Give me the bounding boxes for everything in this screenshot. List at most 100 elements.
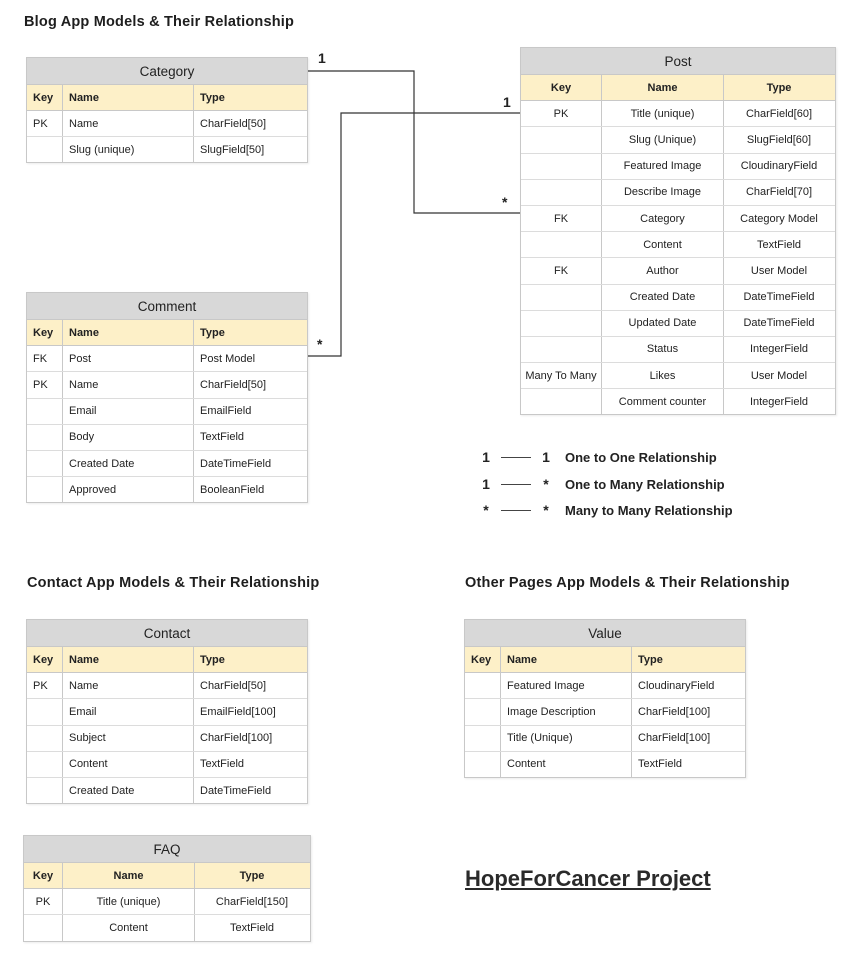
type-cell: User Model (750, 264, 808, 277)
blog-section-title: Blog App Models & Their Relationship (24, 14, 295, 30)
table-row: Slug (Unique)SlugField[60] (521, 127, 835, 154)
post-comment-from-cardinality: 1 (503, 94, 511, 110)
type-cell: SlugField[60] (746, 133, 812, 146)
contact-table-title: Contact (27, 620, 307, 647)
category-post-connector (306, 70, 520, 214)
column-header: Type (638, 653, 663, 666)
category-table-title: Category (27, 58, 307, 85)
legend-right-symbol: 1 (542, 449, 550, 465)
name-cell: Content (63, 751, 194, 777)
type-cell: CloudinaryField (638, 679, 715, 692)
key-cell (27, 699, 63, 725)
key-cell (27, 777, 63, 804)
table-row: Featured Image CloudinaryField (465, 673, 745, 700)
name-cell: Approved (63, 477, 194, 503)
type-cell: TextField (200, 431, 245, 444)
key-cell (465, 673, 501, 699)
name-cell: Title (Unique) (501, 725, 632, 751)
name-cell: Describe Image (602, 179, 724, 205)
key-cell (27, 751, 63, 777)
key-cell: FK (27, 346, 63, 372)
key-cell (521, 389, 602, 415)
name-cell: Updated Date (602, 310, 724, 336)
column-header: Key (27, 320, 63, 346)
type-cell: DateTimeField (200, 457, 272, 470)
key-cell (521, 310, 602, 336)
name-cell: Body (63, 424, 194, 450)
table-row: Content TextField (27, 751, 307, 778)
column-header: Name (63, 320, 194, 346)
other-pages-section-title: Other Pages App Models & Their Relations… (465, 575, 790, 591)
key-cell (27, 477, 63, 503)
name-cell: Comment counter (602, 389, 724, 415)
name-cell: Title (unique) (602, 101, 724, 127)
key-cell: Many To Many (521, 363, 602, 389)
name-cell: Slug (unique) (63, 137, 194, 162)
type-cell: Category Model (740, 212, 818, 225)
name-cell: Likes (602, 363, 724, 389)
column-header: Name (501, 647, 632, 673)
type-cell: TextField (200, 758, 245, 771)
name-cell: Status (602, 336, 724, 363)
faq-table-title: FAQ (24, 836, 310, 863)
type-cell: CharField[70] (745, 186, 813, 199)
key-cell (521, 127, 602, 153)
key-cell (465, 751, 501, 777)
table-row: Content TextField (465, 751, 745, 777)
type-cell: CharField[50] (200, 679, 267, 692)
name-cell: Image Description (501, 699, 632, 725)
column-header: Name (63, 863, 195, 889)
key-cell: PK (27, 372, 63, 398)
name-cell: Content (501, 751, 632, 777)
key-cell (27, 424, 63, 450)
name-cell: Name (63, 372, 194, 398)
name-cell: Content (602, 232, 724, 258)
name-cell: Email (63, 699, 194, 725)
key-cell (521, 284, 602, 310)
type-cell: Post Model (200, 352, 256, 365)
type-cell: CharField[150] (215, 895, 289, 908)
name-cell: Created Date (63, 777, 194, 804)
type-cell: TextField (638, 758, 683, 771)
column-header: Type (200, 91, 225, 104)
project-title: HopeForCancer Project (465, 866, 711, 891)
key-cell (27, 450, 63, 477)
legend-line (501, 509, 531, 511)
table-row: Describe Image CharField[70] (521, 179, 835, 206)
key-cell: FK (521, 205, 602, 232)
contact-section-title: Contact App Models & Their Relationship (27, 575, 320, 591)
type-cell: EmailField (200, 405, 252, 418)
column-header: Key (521, 75, 602, 101)
column-header: Name (63, 647, 194, 673)
name-cell: Featured Image (501, 673, 632, 699)
legend-row-many-to-many: * * Many to Many Relationship (479, 502, 732, 518)
table-row: Slug (unique)SlugField[50] (27, 137, 307, 162)
legend-line (501, 483, 531, 485)
key-cell: PK (27, 111, 63, 136)
column-header: Key (27, 85, 63, 110)
category-post-from-cardinality: 1 (318, 50, 326, 66)
column-header: Key (465, 647, 501, 673)
legend-right-symbol: * (543, 502, 549, 518)
table-row: Body TextField (27, 424, 307, 451)
value-table-title: Value (465, 620, 745, 647)
